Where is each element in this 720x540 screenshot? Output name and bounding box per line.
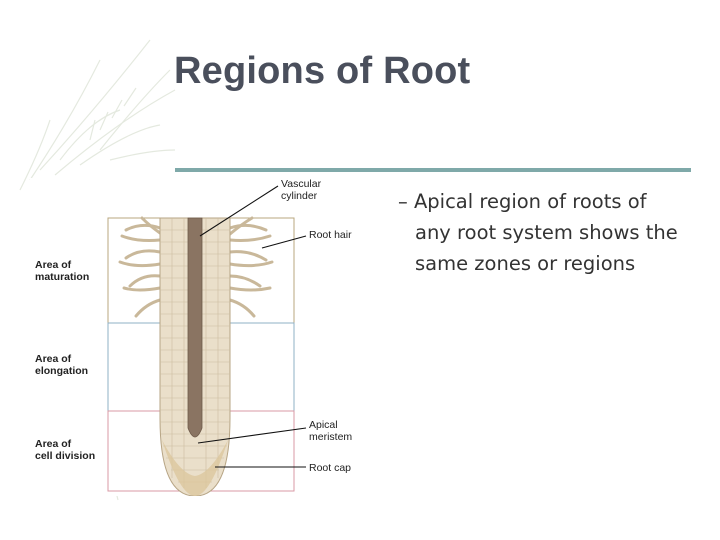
bullet-line-2: any root system shows the [398,217,698,248]
bullet-line-3: same zones or regions [398,248,698,279]
title-divider [175,168,691,172]
bullet-text: – Apical region of roots of any root sys… [398,186,698,279]
bullet-line-1: – Apical region of roots of [398,186,698,217]
label-root-hair: Root hair [309,229,352,241]
bullet-dash: – [398,190,408,213]
root-regions-diagram: Vascular cylinder Root hair Apical meris… [30,178,362,496]
vascular-cylinder [188,218,202,437]
label-root-cap: Root cap [309,462,351,474]
slide-title: Regions of Root [174,50,470,93]
